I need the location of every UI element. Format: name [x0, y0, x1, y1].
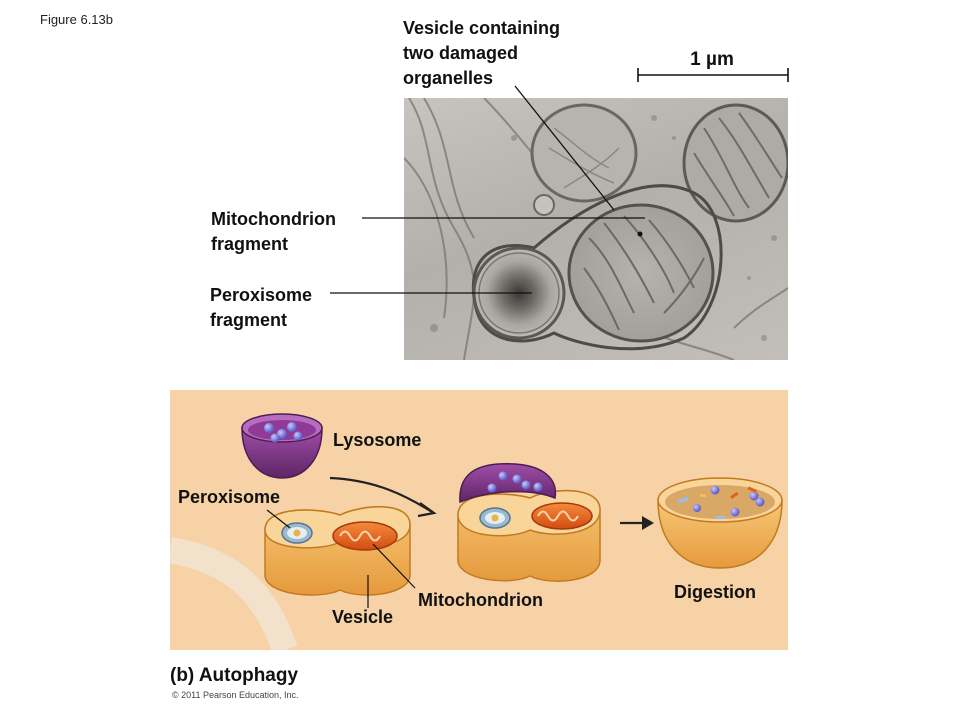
vesicle-diagram-label: Vesicle	[332, 607, 394, 627]
mitochondrion-fragment-label: Mitochondrion fragment	[211, 209, 336, 254]
scale-bar	[637, 68, 789, 82]
peroxisome-fragment-label: Peroxisome fragment	[210, 285, 313, 330]
straight-arrow-icon	[620, 516, 654, 530]
copyright-notice: © 2011 Pearson Education, Inc.	[172, 690, 299, 700]
curved-arrow-icon	[329, 476, 437, 518]
peroxisome-label: Peroxisome	[178, 487, 281, 507]
vesicle-label: Vesicle containing two damaged organelle…	[403, 18, 561, 88]
scale-bar-label: 1 µm	[690, 49, 734, 70]
autophagy-drawing	[170, 413, 783, 650]
membrane-curve	[170, 537, 298, 650]
fusing-vesicle-icon	[457, 462, 601, 582]
micrograph-drawing	[404, 98, 788, 360]
mitochondrion-label: Mitochondrion	[418, 590, 543, 610]
lysosome-label: Lysosome	[333, 430, 422, 450]
figure-label: Figure 6.13b	[40, 12, 113, 27]
digestion-label: Digestion	[674, 582, 757, 602]
figure-caption: (b) Autophagy	[170, 665, 299, 686]
digestion-icon	[657, 477, 783, 569]
lysosome-icon	[241, 413, 323, 479]
micrograph-leaders	[330, 68, 789, 294]
electron-micrograph	[404, 98, 788, 360]
forming-vesicle-icon	[264, 506, 411, 596]
diagram-leaders	[266, 509, 416, 608]
